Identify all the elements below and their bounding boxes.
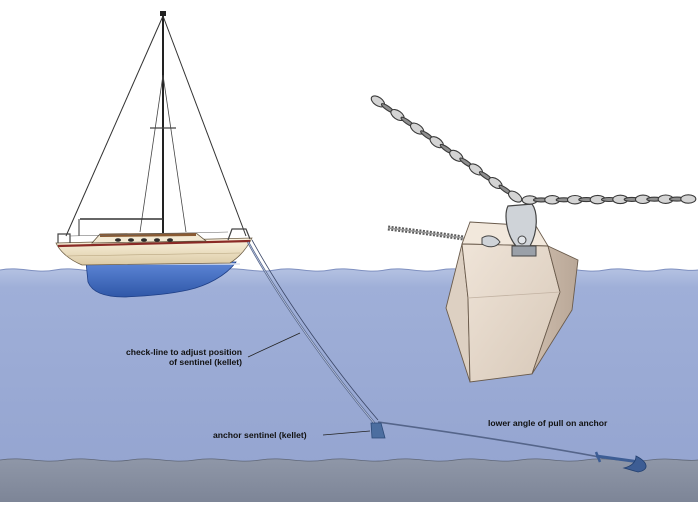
hull-line bbox=[65, 252, 241, 257]
check-line-label-line-2: of sentinel (kellet) bbox=[168, 357, 242, 367]
sentinel-callout-line bbox=[322, 430, 371, 436]
check-line bbox=[251, 239, 379, 421]
lower-angle-label: lower angle of pull on anchor bbox=[488, 418, 608, 428]
chain bbox=[370, 95, 697, 205]
check-line-label: check-line to adjust position of sentine… bbox=[108, 347, 242, 367]
bow-pulpit bbox=[227, 228, 251, 241]
check-line-label-line-1: check-line to adjust position bbox=[125, 347, 242, 357]
stern-pulpit bbox=[57, 233, 71, 243]
rode-highlight bbox=[247, 241, 376, 425]
sailboat bbox=[55, 11, 253, 298]
thimble bbox=[481, 235, 501, 248]
cabin-trim bbox=[100, 233, 196, 237]
lifeline bbox=[69, 231, 229, 237]
anchor bbox=[594, 451, 647, 473]
block-right-face bbox=[531, 245, 579, 375]
hull-underbody bbox=[85, 261, 237, 298]
forestay bbox=[162, 15, 247, 237]
shroud-1 bbox=[139, 74, 164, 233]
seabed bbox=[0, 458, 698, 502]
shroud-2 bbox=[162, 74, 187, 233]
shackle-pin bbox=[517, 235, 527, 245]
mounting-plate bbox=[511, 245, 537, 257]
masthead bbox=[160, 11, 166, 16]
portlights bbox=[115, 238, 173, 242]
kellet-detail bbox=[370, 95, 697, 383]
anchor-sentinel-label: anchor sentinel (kellet) bbox=[213, 430, 307, 440]
check-line-callout-line bbox=[247, 332, 301, 358]
sheer-stripe bbox=[57, 239, 251, 248]
anchor-rode-lower bbox=[377, 421, 606, 459]
backstay bbox=[65, 15, 164, 237]
chain-link bbox=[507, 190, 523, 203]
chain-link bbox=[680, 194, 697, 204]
seabed-line bbox=[0, 458, 698, 462]
block-edge bbox=[467, 291, 561, 299]
anchor-sentinel-weight bbox=[370, 422, 386, 439]
